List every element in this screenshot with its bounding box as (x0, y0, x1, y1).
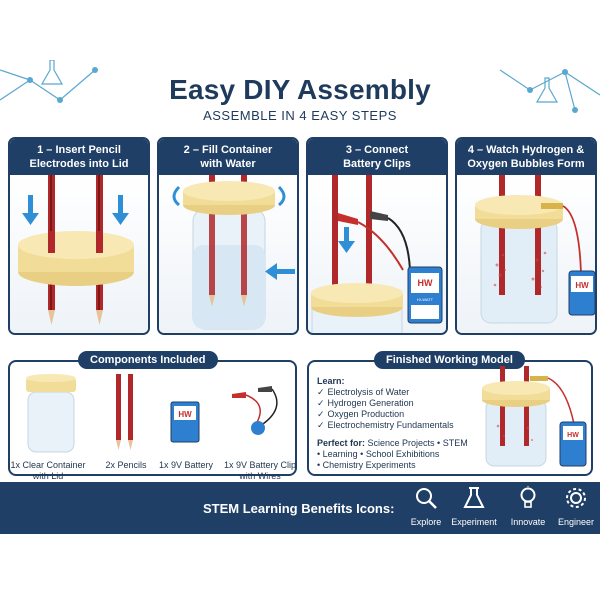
molecule-decoration-left (0, 60, 98, 103)
down-arrow-icon (112, 195, 129, 225)
benefit-engineer: Engineer (553, 486, 599, 527)
battery-icon: HW (170, 401, 200, 443)
flask-icon (463, 487, 485, 508)
page-title: Easy DIY Assembly (169, 74, 431, 105)
down-arrow-icon (338, 227, 355, 253)
benefit-explore: Explore (403, 486, 449, 527)
check-icon: ✓ (317, 387, 325, 397)
benefits-bar (0, 482, 600, 534)
lightbulb-icon (520, 486, 536, 508)
battery-clip-wires-icon (232, 386, 278, 435)
battery-brand: HW (418, 278, 433, 288)
battery-brand: HW (575, 281, 589, 290)
container-jar-icon (26, 374, 76, 453)
left-arrow-icon (265, 263, 295, 280)
benefit-experiment: Experiment (451, 486, 497, 527)
pencil-icon (116, 374, 133, 450)
battery-icon (568, 270, 595, 316)
step-1-illustration (10, 175, 148, 333)
battery-brand: HW (178, 410, 192, 419)
finished-model-title: Finished Working Model (374, 351, 525, 369)
alligator-clip-icon (338, 211, 411, 271)
finished-model-illustration: HW (482, 366, 587, 467)
gear-icon (566, 488, 586, 508)
step-2-illustration (159, 175, 297, 333)
step-3-illustration: HW HI-WATT (308, 175, 446, 333)
rotate-arrow-icon (172, 185, 286, 207)
step-4-illustration: HW (457, 175, 595, 333)
component-label-battery: 1x 9V Battery (158, 460, 214, 470)
check-icon: ✓ (317, 398, 325, 408)
down-arrow-icon (22, 195, 39, 225)
page-subtitle: ASSEMBLE IN 4 EASY STEPS (203, 108, 397, 123)
components-title: Components Included (78, 351, 218, 369)
check-icon: ✓ (317, 409, 325, 419)
flask-deco-icon (40, 60, 64, 85)
check-icon: ✓ (317, 420, 325, 430)
magnifier-icon (416, 488, 437, 509)
component-label-pencils: 2x Pencils (105, 460, 147, 470)
battery-subbrand: HI-WATT (417, 297, 434, 302)
learn-list: Learn: ✓Electrolysis of Water ✓Hydrogen … (317, 376, 454, 430)
step-4-card: 4 – Watch Hydrogen &Oxygen Bubbles Form … (455, 137, 597, 335)
molecule-decoration-right (499, 69, 600, 113)
benefit-innovate: Innovate (505, 486, 551, 527)
benefits-title: STEM Learning Benefits Icons: (203, 501, 395, 516)
perfect-for-text: Perfect for: Science Projects • STEM • L… (317, 438, 468, 470)
battery-brand: HW (567, 432, 579, 439)
step-4-title: 4 – Watch Hydrogen &Oxygen Bubbles Form (457, 139, 595, 175)
battery-icon (407, 266, 443, 324)
